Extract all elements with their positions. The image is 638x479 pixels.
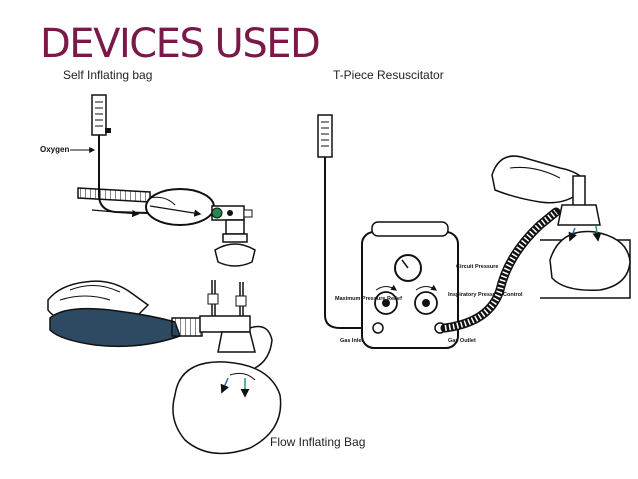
infant-head — [172, 361, 282, 455]
max-pressure-relief-label: Maximum Pressure Relief — [335, 296, 402, 302]
circuit-pressure-label: Circuit Pressure — [456, 264, 499, 270]
inspiratory-pressure-label: Inspiratory Pressure Control — [448, 292, 523, 298]
slide-title: DEVICES USED — [40, 21, 321, 67]
green-valve-icon — [211, 207, 223, 219]
anesthesia-bag — [49, 307, 181, 348]
oxygen-label: Oxygen — [40, 145, 69, 154]
oxygen-flowmeter — [91, 94, 107, 136]
flow-inflating-bag-figure — [47, 280, 282, 455]
gas-outlet-label: Gas Outlet — [448, 338, 476, 344]
t-piece-flowmeter — [317, 114, 333, 158]
caption-t-piece-resuscitator: T-Piece Resuscitator — [333, 68, 444, 82]
caption-self-inflating-bag: Self Inflating bag — [63, 68, 153, 82]
face-mask — [214, 243, 256, 267]
t-piece-resuscitator-figure: Circuit Pressure Maximum Pressure Relief… — [317, 114, 631, 349]
gas-inlet-label: Gas Inlet — [340, 338, 363, 344]
corrugated-hose — [440, 207, 561, 333]
caption-flow-inflating-bag: Flow Inflating Bag — [270, 435, 366, 449]
t-piece-infant-head — [549, 230, 631, 291]
gloved-hand — [491, 155, 586, 204]
reservoir-tube — [77, 187, 151, 203]
self-inflating-bag-figure: Oxygen — [40, 94, 256, 267]
